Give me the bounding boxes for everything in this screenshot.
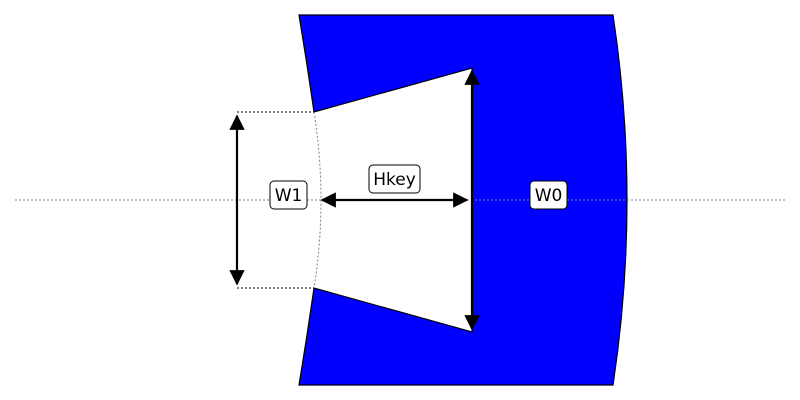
hkey-label-text: Hkey: [373, 170, 416, 190]
w1-label: W1: [269, 180, 308, 210]
w0-label: W0: [529, 180, 568, 210]
hkey-label: Hkey: [368, 164, 421, 194]
w1-label-text: W1: [275, 186, 303, 206]
w0-label-text: W0: [535, 186, 563, 206]
ring-section: [298, 14, 628, 386]
